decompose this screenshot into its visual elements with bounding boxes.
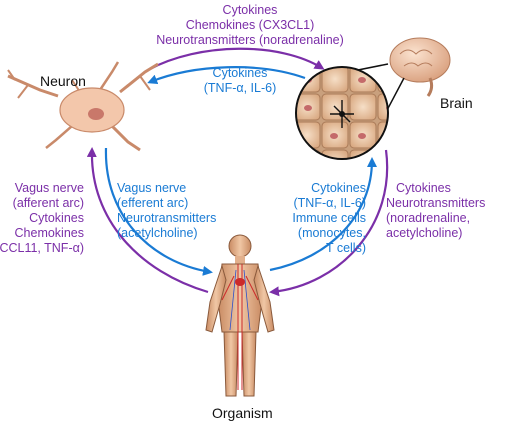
label-line: (monocytes, [298,226,366,240]
neuron-icon [7,61,159,152]
label-line: Neurotransmitters [117,211,216,225]
label-group-right-blue: Cytokines (TNF-α, IL-6) Immune cells (mo… [292,181,366,255]
label-line: acetylcholine) [386,226,462,240]
arrow-organism-to-brain [269,157,377,272]
arrow-organism-to-neuron [86,147,209,294]
label-line: Immune cells [292,211,366,225]
label-line: Cytokines [223,3,278,17]
label-line: Chemokines [15,226,84,240]
label-line: Cytokines [396,181,451,195]
label-line: Neurotransmitters [386,196,485,210]
label-line: (acetylcholine) [117,226,198,240]
label-line: (efferent arc) [117,196,188,210]
label-line: (noradrenaline, [386,211,470,225]
arrow-neuron-to-organism [104,147,213,276]
label-line: T cells) [326,241,366,255]
brain-label: Brain [440,95,473,111]
arrow-neuron-to-brain [147,47,325,71]
label-line: (afferent arc) [13,196,84,210]
label-line: Vagus nerve [117,181,186,195]
label-line: Chemokines (CX3CL1) [186,18,315,32]
label-group-right-purple: Cytokines Neurotransmitters (noradrenali… [386,181,485,240]
label-line: (TNF-α, IL-6) [294,196,367,210]
label-line: Cytokines [311,181,366,195]
label-line: Neurotransmitters (noradrenaline) [156,33,344,47]
organism-label: Organism [212,405,273,421]
label-line: Cytokines [213,66,268,80]
label-line: Cytokines [29,211,84,225]
arrow-brain-to-organism [269,149,389,297]
label-line: (CCL11, TNF-α) [0,241,84,255]
label-group-left-blue: Vagus nerve (efferent arc) Neurotransmit… [117,181,216,240]
human-body-icon [205,234,275,397]
label-group-left-purple: Vagus nerve (afferent arc) Cytokines Che… [0,181,84,255]
label-group-top-purple: Cytokines Chemokines (CX3CL1) Neurotrans… [156,3,344,47]
arrow-brain-to-neuron [147,66,306,85]
neuron-label: Neuron [40,73,86,89]
label-line: Vagus nerve [15,181,84,195]
label-group-top-blue: Cytokines (TNF-α, IL-6) [204,66,277,95]
label-line: (TNF-α, IL-6) [204,81,277,95]
